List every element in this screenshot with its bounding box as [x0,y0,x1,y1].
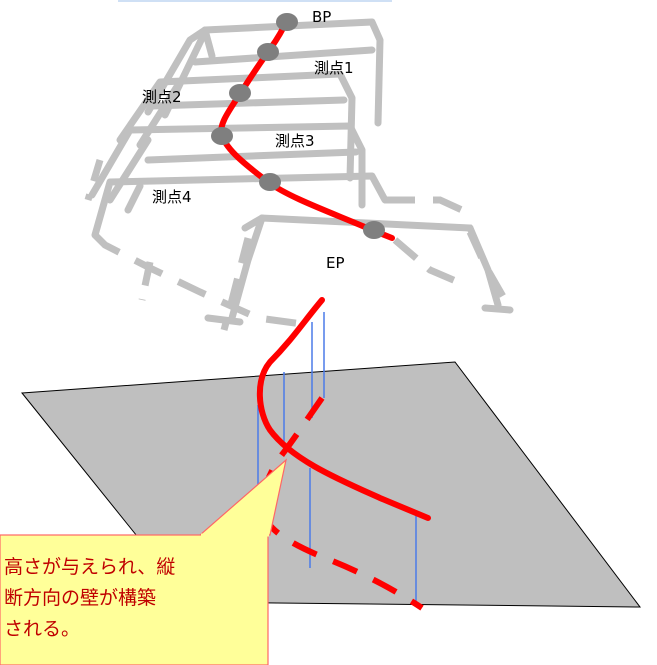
node-station2 [229,84,251,102]
alignment-wall-top [256,297,431,521]
node-bp [276,13,298,31]
label-bp: BP [312,8,331,26]
label-station1: 測点1 [314,59,354,77]
node-station3 [211,127,233,145]
node-station1 [257,43,279,61]
label-ep: EP [326,254,345,272]
node-ep [363,221,385,239]
label-station2: 測点2 [142,88,182,106]
callout-line2: 断方向の壁が構築 [4,587,156,609]
label-station4: 測点4 [152,188,192,206]
label-station3: 測点3 [275,132,315,150]
callout-line1: 高さが与えられ、縦 [4,556,175,578]
callout-box [0,534,269,665]
node-station4 [259,173,281,191]
callout-line3: される。 [4,618,80,640]
frame-ep [204,214,514,326]
survey-nodes [211,13,385,239]
cross-section-frames [88,18,389,239]
cross-section-frames-dashed [84,158,509,331]
